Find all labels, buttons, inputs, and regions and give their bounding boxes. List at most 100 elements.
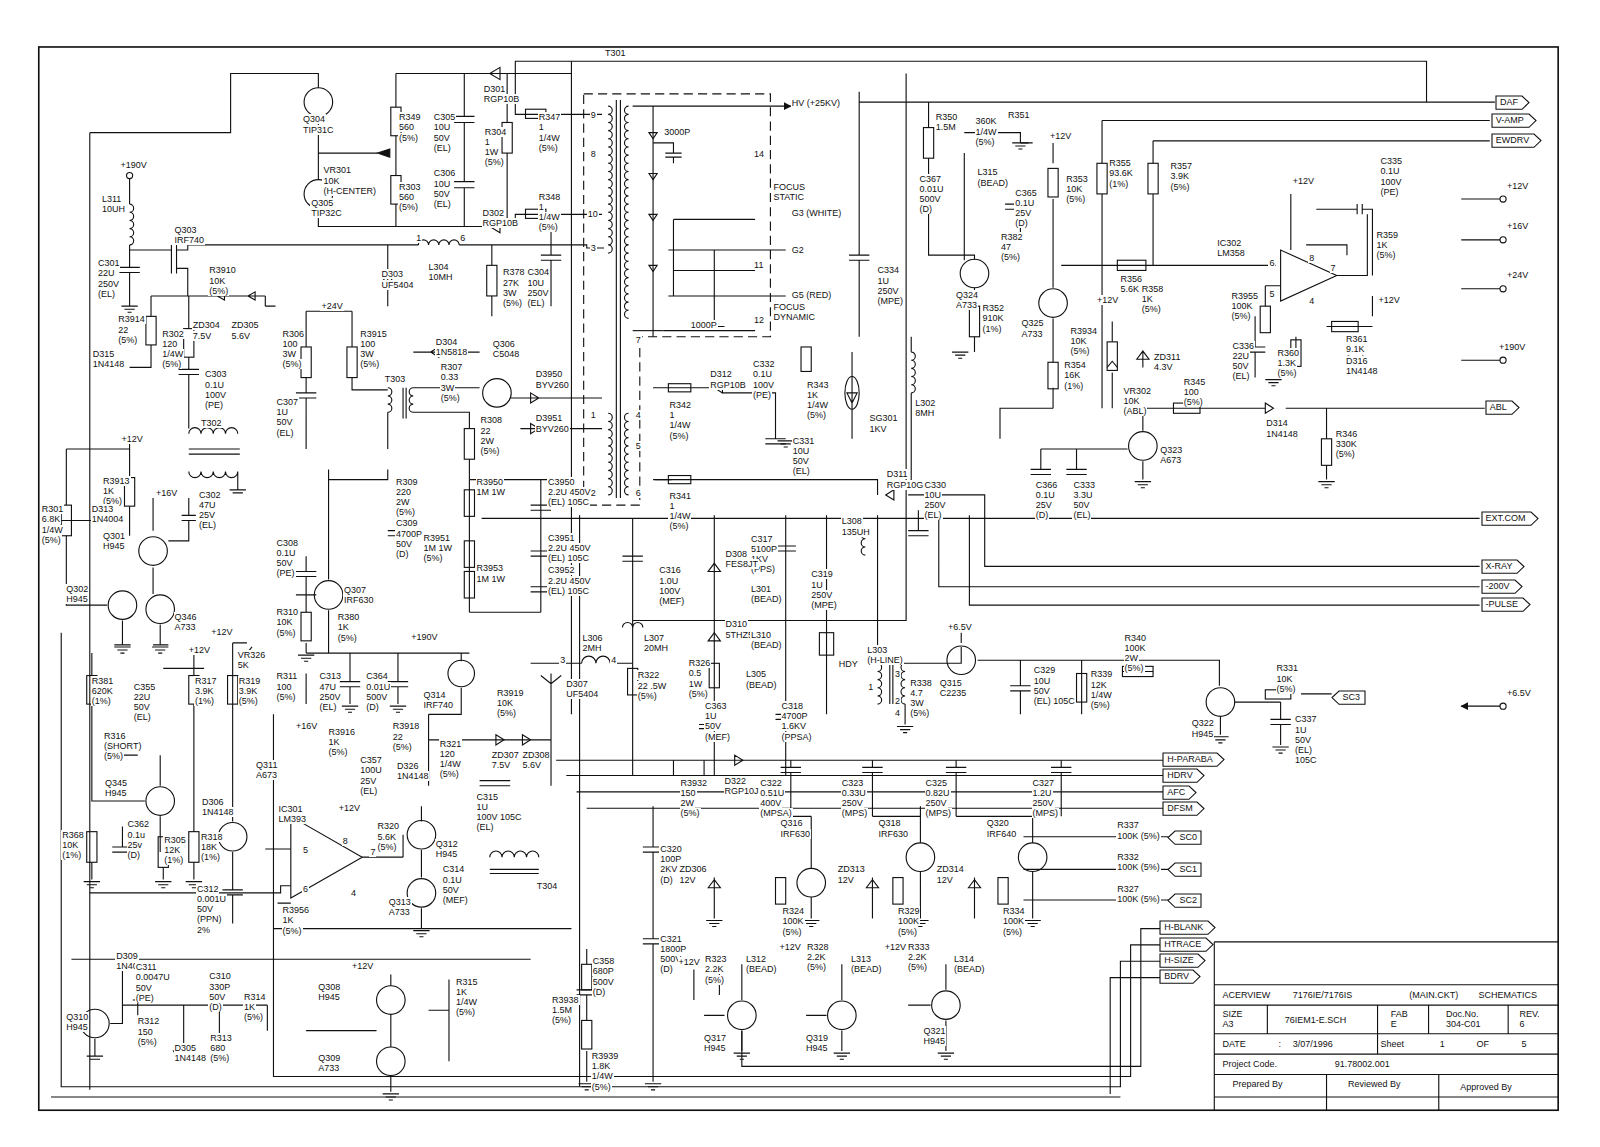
component-label: +12V bbox=[1506, 181, 1529, 191]
component-label: 3W bbox=[440, 383, 456, 393]
component-label: 500V bbox=[918, 194, 941, 204]
component-label: 1/4W bbox=[668, 420, 691, 430]
component-label: 25V bbox=[1014, 208, 1032, 218]
component-label: R301 bbox=[41, 504, 65, 514]
component-label: TIP31C bbox=[302, 125, 335, 135]
component-label: R310 bbox=[276, 607, 300, 617]
component-label: 0.1U bbox=[204, 380, 225, 390]
component-label: 250V bbox=[877, 286, 900, 296]
component-label: SCHEMATICS bbox=[1478, 990, 1538, 1000]
component-label: (D) bbox=[918, 204, 933, 214]
component-label: 1/4W bbox=[538, 133, 561, 143]
component-label: OF bbox=[1476, 1039, 1491, 1049]
component-label: 3.9K bbox=[194, 686, 215, 696]
component-label: L312 bbox=[745, 954, 767, 964]
component-label: +12V bbox=[338, 803, 361, 813]
component-label: 680 bbox=[209, 1043, 226, 1053]
component-label: 9.1K bbox=[1345, 344, 1366, 354]
component-label: 1K bbox=[243, 1002, 256, 1012]
component-label: G2 bbox=[791, 245, 805, 255]
component-label: 0.1U bbox=[442, 875, 463, 885]
component-label: R322 bbox=[637, 670, 661, 680]
component-label: (5%) bbox=[1169, 182, 1190, 192]
component-label: +16V bbox=[155, 488, 178, 498]
component-label: 0.01U bbox=[365, 682, 391, 692]
component-label: (SHORT) bbox=[103, 741, 142, 751]
component-label: 2W bbox=[395, 497, 411, 507]
component-label: FES8JT bbox=[725, 559, 760, 569]
component-label: (D) bbox=[365, 702, 380, 712]
component-label: C336 bbox=[1232, 341, 1256, 351]
component-label: R312 bbox=[137, 1016, 161, 1026]
component-label: A3 bbox=[1221, 1019, 1234, 1029]
component-label: Sheet bbox=[1380, 1039, 1406, 1049]
component-label: (5%) bbox=[398, 202, 419, 212]
component-label: 25V bbox=[198, 510, 216, 520]
component-label: (EL) bbox=[433, 199, 452, 209]
component-label: 9 bbox=[590, 110, 597, 120]
component-label: 2W bbox=[480, 436, 496, 446]
component-label: ZD306 bbox=[679, 864, 708, 874]
component-label: D304 bbox=[435, 337, 459, 347]
component-label: 3000P bbox=[663, 127, 691, 137]
component-label: BYV260 bbox=[535, 424, 570, 434]
component-label: C364 bbox=[365, 671, 389, 681]
component-label: R321 bbox=[439, 739, 463, 749]
component-label: C337 bbox=[1294, 714, 1318, 724]
component-label: +190V bbox=[410, 632, 438, 642]
component-label: +12V bbox=[779, 942, 802, 952]
component-label: A733 bbox=[174, 622, 197, 632]
component-label: 0.33U bbox=[841, 788, 867, 798]
component-label: E bbox=[1390, 1019, 1398, 1029]
component-label: R3913 bbox=[102, 476, 131, 486]
component-label: +12V bbox=[351, 961, 374, 971]
component-label: 0.01U bbox=[918, 184, 944, 194]
component-label: R381 bbox=[91, 676, 115, 686]
signal-port: -200V bbox=[1482, 580, 1522, 593]
component-label: D302 bbox=[482, 208, 506, 218]
component-label: 2W bbox=[680, 798, 696, 808]
component-label: R358 bbox=[1141, 284, 1165, 294]
component-label: 1 bbox=[538, 122, 545, 132]
component-label: ZD313 bbox=[837, 864, 866, 874]
component-label: G3 (WHITE) bbox=[791, 208, 843, 218]
component-label: 1/4W bbox=[161, 349, 184, 359]
component-label: Approved By bbox=[1459, 1082, 1513, 1092]
component-label: 500V bbox=[592, 977, 615, 987]
component-label: 1N4004 bbox=[91, 514, 125, 524]
component-label: (5%) bbox=[103, 751, 124, 761]
component-label: 150 bbox=[680, 788, 697, 798]
component-label: REV. bbox=[1518, 1009, 1540, 1019]
component-label: 1.5M bbox=[935, 122, 957, 132]
component-label: +12V bbox=[1096, 295, 1119, 305]
component-label: RGP10B bbox=[482, 218, 520, 228]
component-label: R318 bbox=[200, 832, 224, 842]
component-label: R334 bbox=[1002, 906, 1026, 916]
component-label: R3932 bbox=[680, 778, 709, 788]
component-label: 250V bbox=[1032, 798, 1055, 808]
component-label: 1N4148 bbox=[201, 807, 235, 817]
component-label: (5%) bbox=[909, 708, 930, 718]
component-label: Q305 bbox=[310, 198, 334, 208]
component-label: (EL) bbox=[476, 822, 495, 832]
component-label: (5%) bbox=[398, 133, 419, 143]
component-label: D326 bbox=[396, 761, 420, 771]
component-label: DATE bbox=[1221, 1039, 1246, 1049]
component-label: 10MH bbox=[428, 272, 454, 282]
component-label: (5%) bbox=[538, 143, 559, 153]
component-label: C308 bbox=[276, 538, 300, 548]
component-label: 50V bbox=[196, 904, 214, 914]
component-label: Q304 bbox=[302, 114, 326, 124]
component-label: 7176IE/7176IS bbox=[1292, 990, 1354, 1000]
component-label: R328 bbox=[806, 942, 830, 952]
component-label: 250V bbox=[97, 279, 120, 289]
component-label: R326 bbox=[688, 658, 712, 668]
component-label: 220 bbox=[395, 487, 412, 497]
component-label: D312 bbox=[709, 369, 733, 379]
component-label: 7 bbox=[635, 335, 642, 345]
component-label: 22U bbox=[1232, 351, 1251, 361]
component-label: VR302 bbox=[1122, 386, 1152, 396]
component-label: 120 bbox=[161, 339, 178, 349]
component-label: Q324 bbox=[955, 290, 979, 300]
component-label: Q320 bbox=[986, 818, 1010, 828]
